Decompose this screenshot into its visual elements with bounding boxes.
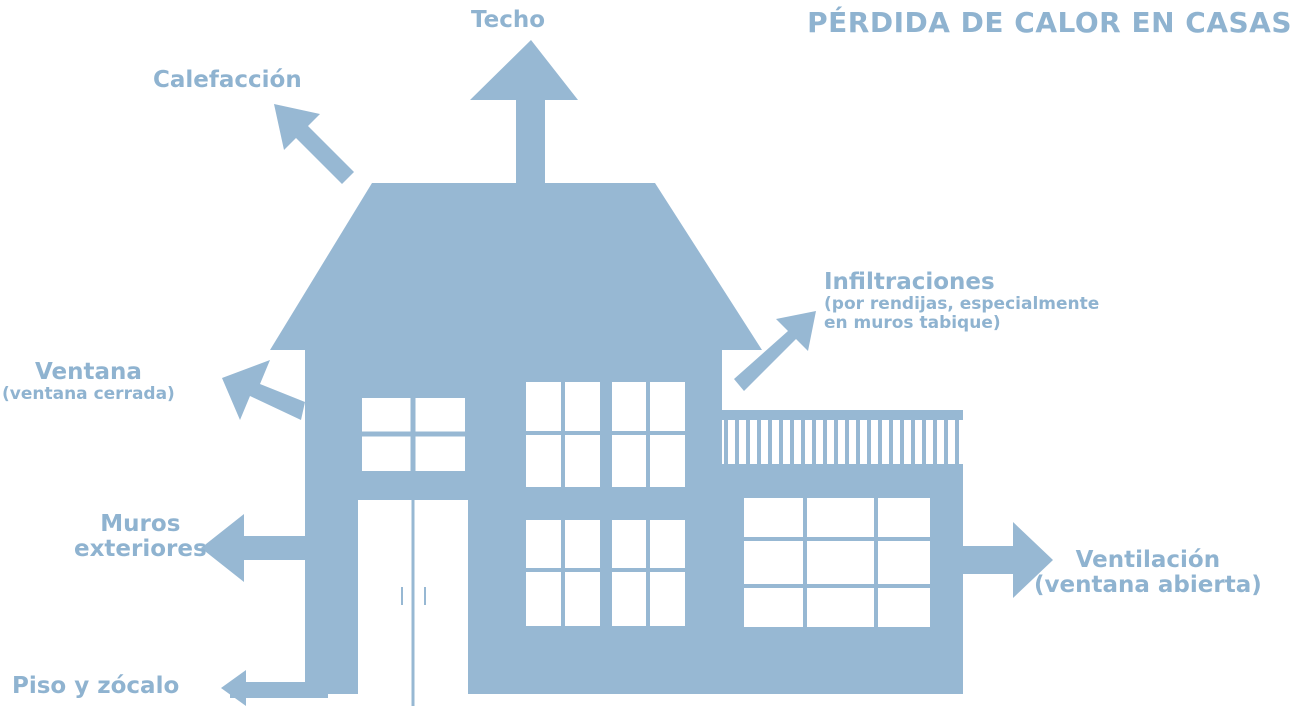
label-techo: Techo (471, 7, 546, 33)
railing-bar (768, 418, 772, 466)
railing-bar (779, 418, 783, 466)
arrow-calefaccion (274, 104, 354, 184)
diagram-title: PÉRDIDA DE CALOR EN CASAS (807, 6, 1292, 39)
railing-bar (856, 418, 860, 466)
railing-bar (867, 418, 871, 466)
railing-bar (823, 418, 827, 466)
arrow-muros (201, 514, 307, 582)
label-piso-text: Piso y zócalo (12, 673, 180, 699)
railing-bar (922, 418, 926, 466)
label-ventilacion: Ventilación (ventana abierta) (1034, 547, 1262, 599)
floor-line (230, 694, 328, 698)
railing-bar (746, 418, 750, 466)
label-ventana: Ventana (ventana cerrada) (2, 359, 175, 405)
railing-bar (933, 418, 937, 466)
label-ventilacion-sub: (ventana abierta) (1034, 572, 1262, 599)
arrow-ventilacion (963, 522, 1053, 598)
arrow-piso (221, 670, 328, 706)
label-infiltraciones-sub-1: (por rendijas, especialmente (824, 294, 1100, 315)
label-infiltraciones-sub-2: en muros tabique) (824, 312, 1001, 333)
railing-bar (889, 418, 893, 466)
house-illustration (230, 183, 963, 706)
arrow-techo (470, 40, 578, 183)
label-ventana-main: Ventana (34, 359, 142, 385)
balcony-railing (720, 410, 963, 474)
label-infiltraciones: Infiltraciones (por rendijas, especialme… (824, 269, 1100, 333)
label-muros: Muros exteriores (74, 511, 207, 563)
railing-bar (757, 418, 761, 466)
railing-bar (911, 418, 915, 466)
upper-left-window (362, 398, 465, 471)
railing-bar (812, 418, 816, 466)
label-techo-text: Techo (471, 7, 546, 33)
railing-bar (735, 418, 739, 466)
label-muros-line-2: exteriores (74, 536, 207, 563)
label-calefaccion-text: Calefacción (153, 67, 302, 93)
railing-bar (900, 418, 904, 466)
railing-bar (944, 418, 948, 466)
heat-loss-arrows (201, 40, 1053, 706)
railing-bar (801, 418, 805, 466)
railing-bar (790, 418, 794, 466)
arrow-ventana (222, 360, 305, 420)
label-infiltraciones-main: Infiltraciones (824, 269, 995, 295)
house-roof (270, 183, 762, 350)
railing-bar (878, 418, 882, 466)
label-ventilacion-main: Ventilación (1075, 547, 1221, 573)
arrow-infiltraciones (734, 311, 816, 391)
annex-window (744, 498, 930, 627)
upper-center-window (526, 382, 685, 487)
railing-bar (834, 418, 838, 466)
railing-bar (724, 418, 728, 466)
railing-bar (955, 418, 959, 466)
label-piso: Piso y zócalo (12, 673, 180, 699)
lower-center-window (526, 520, 685, 626)
label-ventana-sub: (ventana cerrada) (2, 384, 175, 405)
railing-bar (845, 418, 849, 466)
label-muros-line-1: Muros (100, 511, 181, 537)
label-calefaccion: Calefacción (153, 67, 302, 93)
front-door (358, 500, 468, 706)
